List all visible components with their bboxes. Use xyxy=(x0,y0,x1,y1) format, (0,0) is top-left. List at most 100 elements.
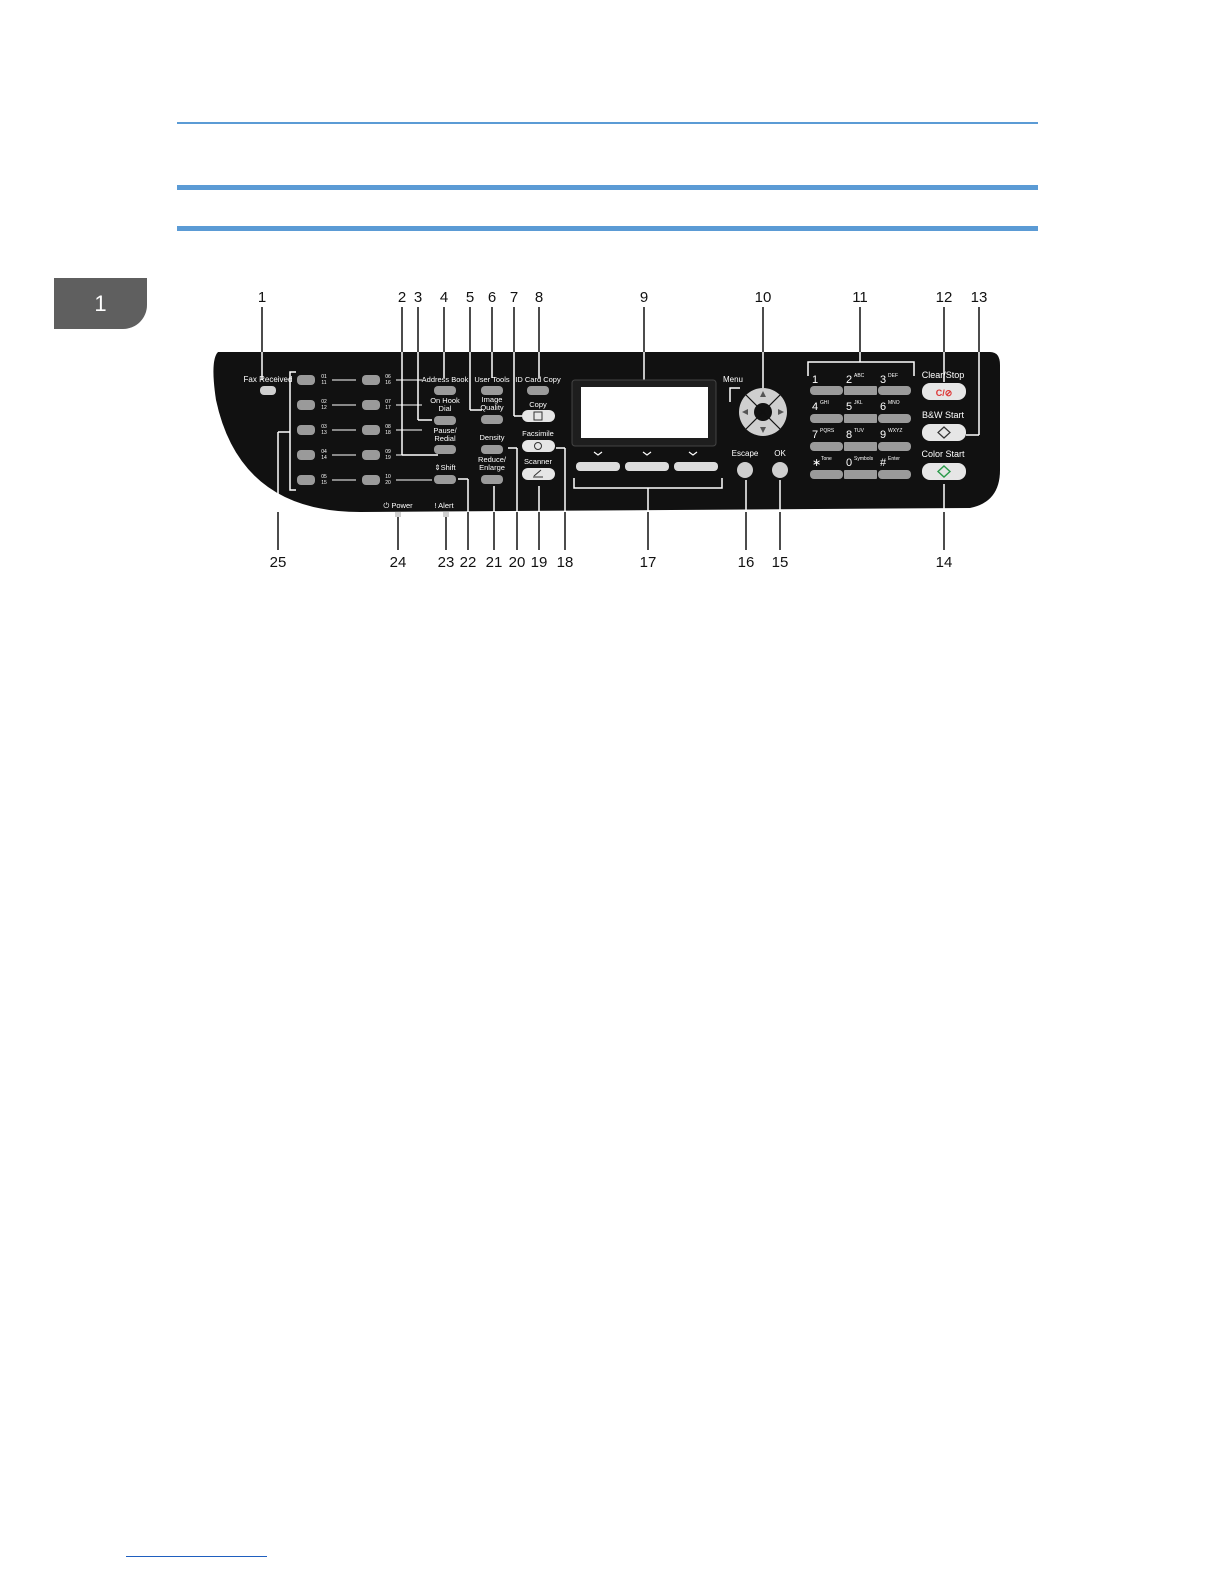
key-button[interactable] xyxy=(878,414,911,423)
callout-17: 17 xyxy=(640,554,657,571)
callout-11: 11 xyxy=(852,289,868,306)
callout-20: 20 xyxy=(509,554,526,571)
arrow-up-icon xyxy=(760,391,766,397)
key-label: 2 xyxy=(846,374,852,386)
key-label: # xyxy=(880,457,887,469)
key-button[interactable] xyxy=(878,386,911,395)
shift-label: ⇕Shift xyxy=(434,463,456,472)
one-touch-label-bottom: 16 xyxy=(385,380,391,386)
one-touch-label-top: 01 xyxy=(321,374,327,380)
key-sublabel: DEF xyxy=(888,373,898,379)
one-touch-button-04[interactable] xyxy=(297,450,315,460)
one-touch-button-03[interactable] xyxy=(297,425,315,435)
key-label: 0 xyxy=(846,457,852,469)
shift-button[interactable] xyxy=(434,475,456,484)
one-touch-label-top: 05 xyxy=(321,474,327,480)
copy-icon xyxy=(533,411,543,421)
key-button[interactable] xyxy=(810,470,843,479)
selection-key-center[interactable] xyxy=(625,462,669,471)
fax-received-label: Fax Received xyxy=(244,375,293,384)
start-icon xyxy=(936,465,952,478)
pause-redial-label: Pause/ xyxy=(433,426,457,435)
callout-1: 1 xyxy=(258,289,266,306)
one-touch-button-02[interactable] xyxy=(297,400,315,410)
key-sublabel: Tone xyxy=(821,456,832,462)
key-sublabel: ABC xyxy=(854,373,865,379)
selection-key-right[interactable] xyxy=(674,462,718,471)
scanner-icon xyxy=(533,469,543,478)
callout-16: 16 xyxy=(738,554,755,571)
one-touch-button-05[interactable] xyxy=(297,475,315,485)
scanner-button[interactable] xyxy=(522,468,555,480)
key-button[interactable] xyxy=(810,442,843,451)
id-card-copy-button[interactable] xyxy=(527,386,549,395)
fax-received-indicator xyxy=(260,386,276,395)
escape-button[interactable] xyxy=(737,462,753,478)
key-button[interactable] xyxy=(844,386,877,395)
key-button[interactable] xyxy=(810,386,843,395)
arrow-left-icon xyxy=(742,409,748,415)
one-touch-button-07[interactable] xyxy=(362,400,380,410)
image-quality-label: Image xyxy=(482,395,503,404)
callout-13: 13 xyxy=(971,289,988,306)
on-hook-dial-button[interactable] xyxy=(434,416,456,425)
ok-button[interactable] xyxy=(772,462,788,478)
key-button[interactable] xyxy=(878,442,911,451)
id-card-copy-label: ID Card Copy xyxy=(515,375,561,384)
one-touch-button-01[interactable] xyxy=(297,375,315,385)
one-touch-label-bottom: 17 xyxy=(385,405,391,411)
number-keys: 1 2 ABC 3 DEF 4 GHI 5 JKL 6 MNO 7 PQRS 8… xyxy=(810,373,911,479)
one-touch-label-bottom: 19 xyxy=(385,455,391,461)
chevron-down-icon xyxy=(593,451,603,456)
one-touch-label-bottom: 15 xyxy=(321,480,327,486)
power-label: ⏻ Power xyxy=(383,501,413,510)
callout-19: 19 xyxy=(531,554,548,571)
image-quality-button[interactable] xyxy=(481,415,503,424)
leader-lines xyxy=(261,307,980,550)
callout-15: 15 xyxy=(772,554,789,571)
alert-indicator xyxy=(443,512,449,517)
key-button[interactable] xyxy=(844,414,877,423)
facsimile-icon xyxy=(534,442,542,450)
copy-button[interactable] xyxy=(522,410,555,422)
arrow-down-icon xyxy=(760,427,766,433)
key-button[interactable] xyxy=(844,470,877,479)
one-touch-button-10[interactable] xyxy=(362,475,380,485)
escape-label: Escape xyxy=(732,449,759,458)
key-button[interactable] xyxy=(878,470,911,479)
key-label: 4 xyxy=(812,401,818,413)
one-touch-button-08[interactable] xyxy=(362,425,380,435)
density-button[interactable] xyxy=(481,445,503,454)
address-book-button[interactable] xyxy=(434,386,456,395)
selection-key-left[interactable] xyxy=(576,462,620,471)
chevron-down-icon xyxy=(688,451,698,456)
callout-21: 21 xyxy=(486,554,503,571)
callout-22: 22 xyxy=(460,554,477,571)
user-tools-button[interactable] xyxy=(481,386,503,395)
key-sublabel: TUV xyxy=(854,428,865,434)
facsimile-button[interactable] xyxy=(522,440,555,452)
one-touch-button-06[interactable] xyxy=(362,375,380,385)
one-touch-label-bottom: 12 xyxy=(321,405,327,411)
key-label: ∗ xyxy=(812,457,821,469)
chevron-down-icon xyxy=(642,451,652,456)
one-touch-label-bottom: 18 xyxy=(385,430,391,436)
clear-stop-button[interactable] xyxy=(922,383,966,400)
menu-label: Menu xyxy=(723,375,743,384)
color-start-button[interactable] xyxy=(922,463,966,480)
density-label: Density xyxy=(479,433,504,442)
start-icon xyxy=(937,426,951,439)
footer-link-rule xyxy=(126,1556,267,1557)
bw-start-button[interactable] xyxy=(922,424,966,441)
pause-redial-button[interactable] xyxy=(434,445,456,454)
reduce-enlarge-button[interactable] xyxy=(481,475,503,484)
one-touch-button-09[interactable] xyxy=(362,450,380,460)
key-button[interactable] xyxy=(844,442,877,451)
key-button[interactable] xyxy=(810,414,843,423)
key-label: 1 xyxy=(812,374,818,386)
key-label: 3 xyxy=(880,374,886,386)
one-touch-label-top: 06 xyxy=(385,374,391,380)
reduce-enlarge-label: Enlarge xyxy=(479,463,505,472)
image-quality-label: Quality xyxy=(480,403,504,412)
clear-stop-label: Clear/Stop xyxy=(922,370,965,380)
